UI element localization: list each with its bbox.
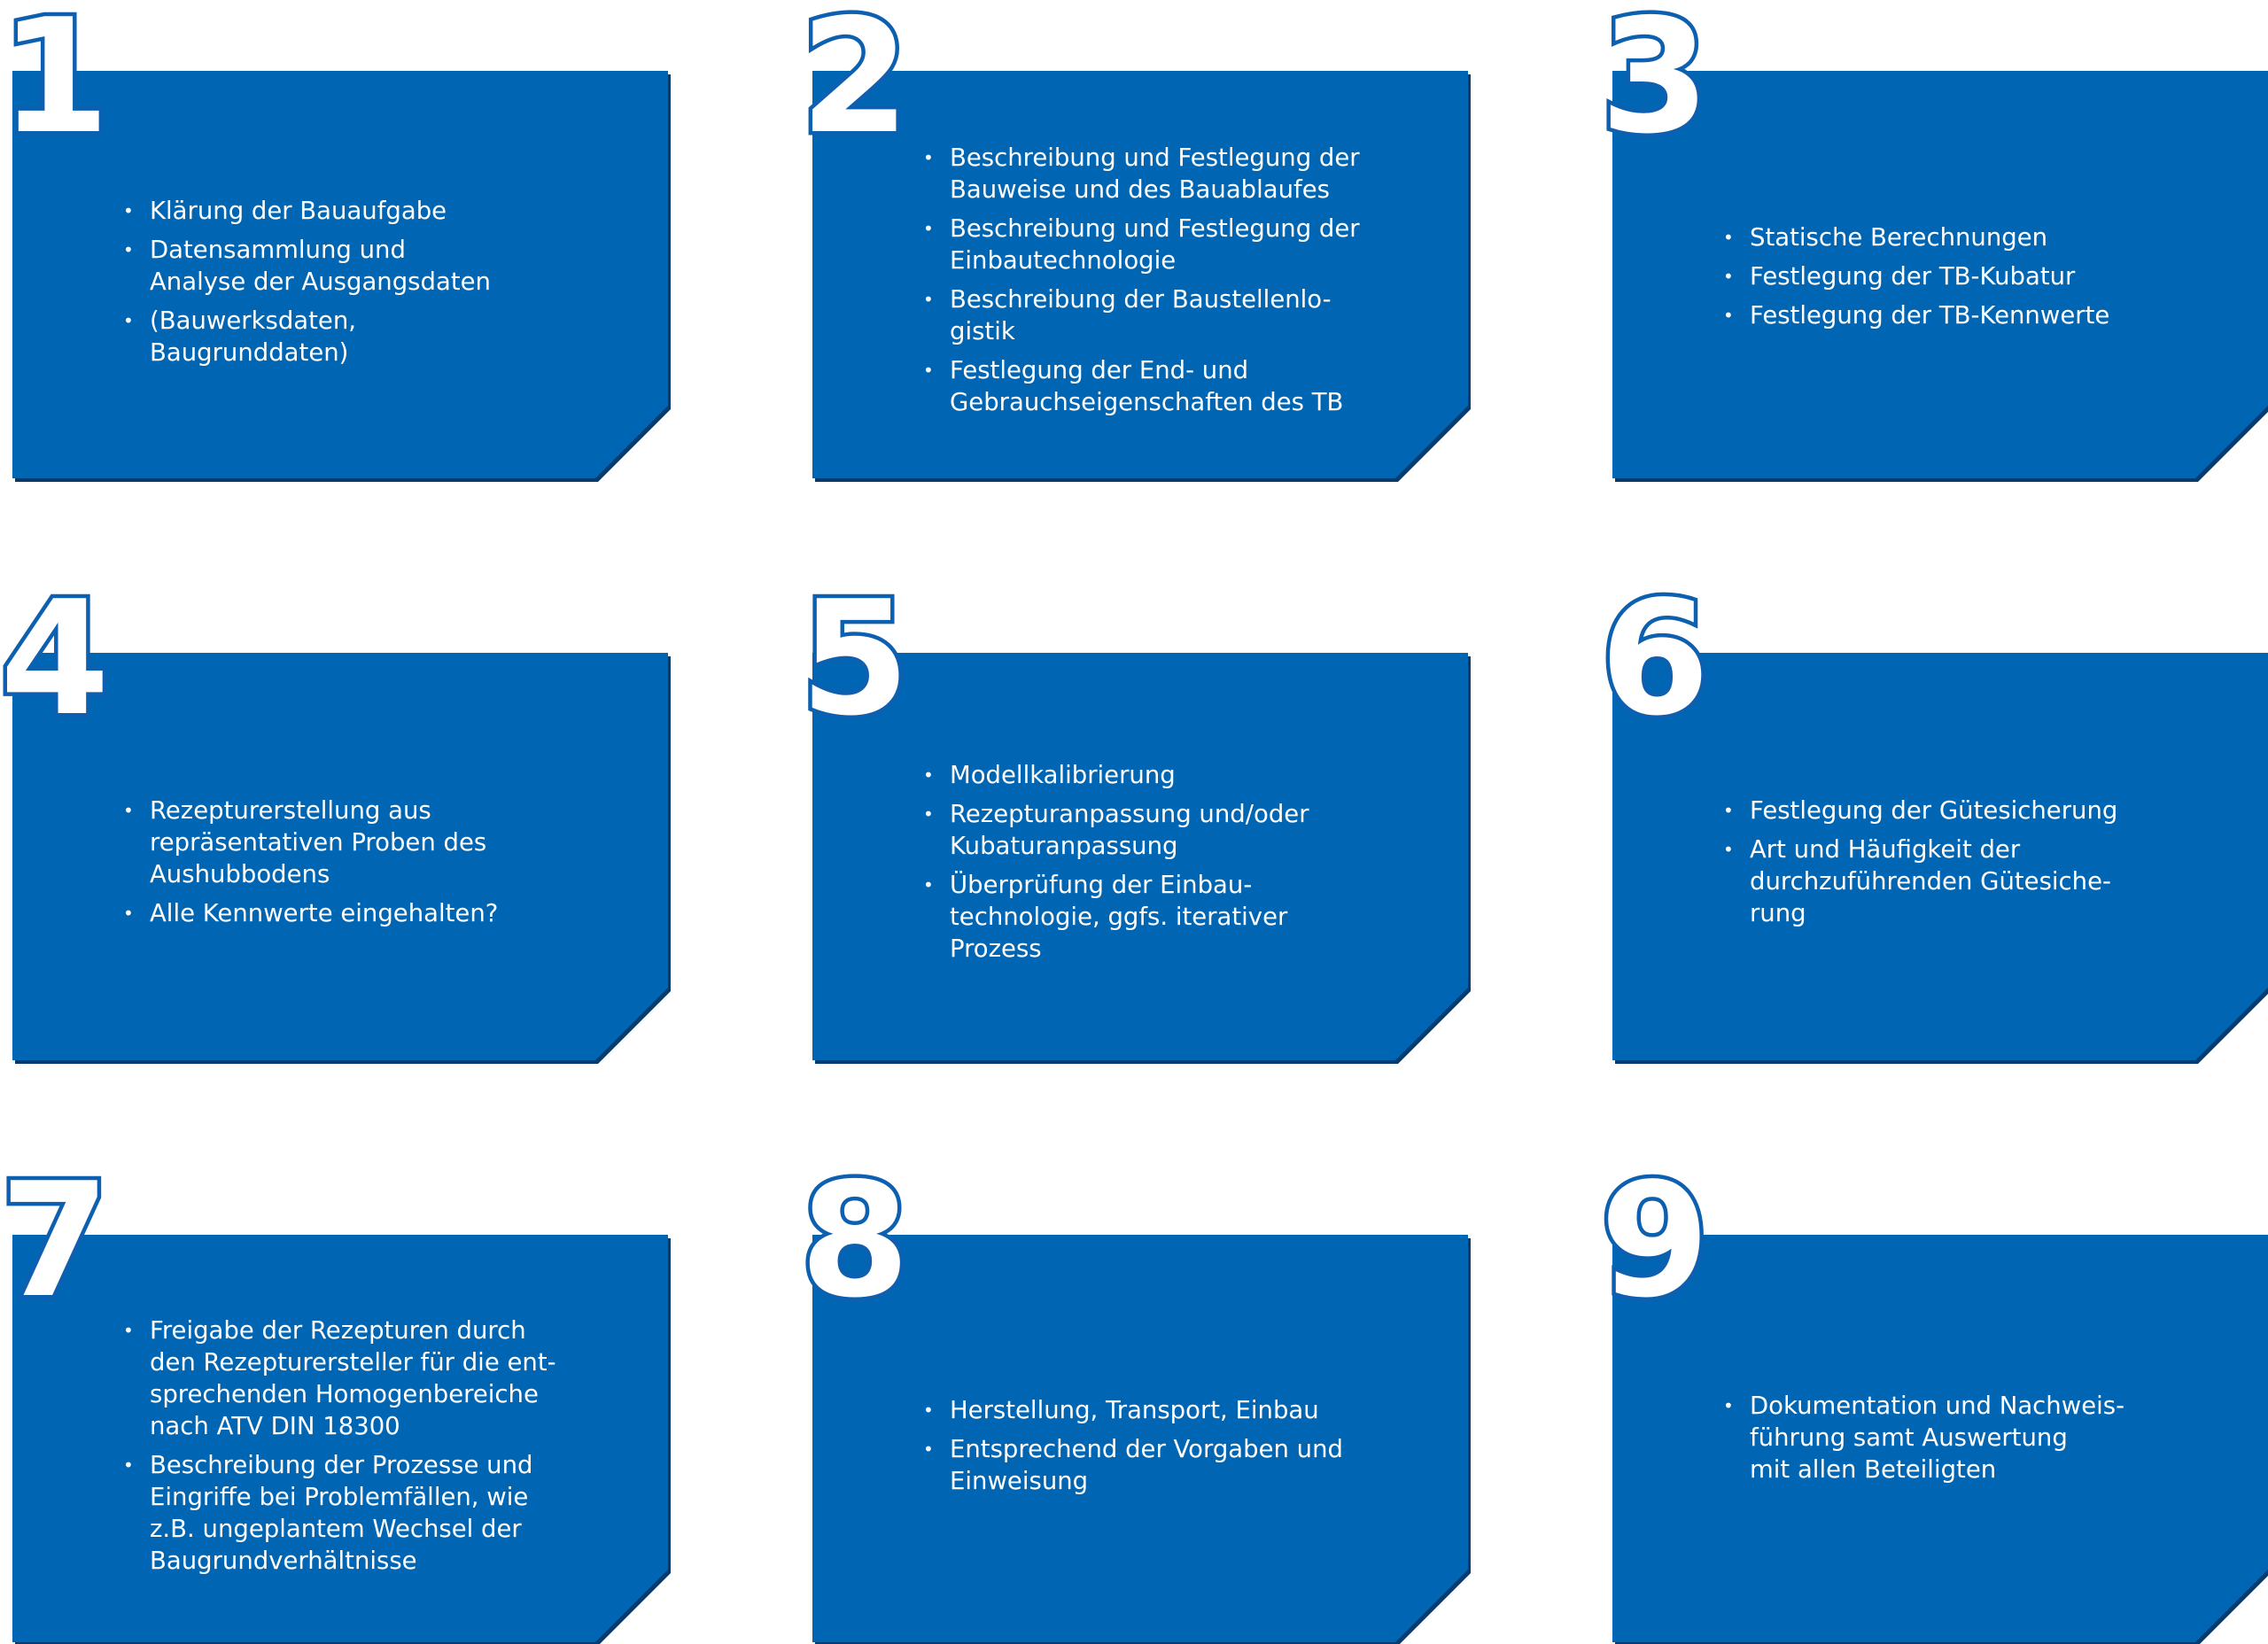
bullet-item: (Bauwerksdaten,Baugrunddaten) bbox=[123, 305, 584, 368]
bullet-item: Festlegung der TB-Kennwerte bbox=[1723, 299, 2184, 331]
step-bullet-list: Dokumentation und Nachweis-führung samt … bbox=[1723, 1390, 2184, 1493]
step-bullet-list: Beschreibung und Festlegung derBauweise … bbox=[923, 142, 1384, 425]
step-bullet-list: Herstellung, Transport, EinbauEntspreche… bbox=[923, 1394, 1384, 1504]
step-card-6: 6Festlegung der GütesicherungArt und Häu… bbox=[1596, 576, 2268, 1064]
bullet-item: Modellkalibrierung bbox=[923, 759, 1384, 791]
bullet-item: Beschreibung und Festlegung derEinbautec… bbox=[923, 213, 1384, 276]
bullet-item: Statische Berechnungen bbox=[1723, 221, 2184, 253]
step-number: 8 bbox=[796, 1149, 914, 1332]
bullet-item: Alle Kennwerte eingehalten? bbox=[123, 897, 584, 929]
bullet-item: Festlegung der TB-Kubatur bbox=[1723, 260, 2184, 292]
step-number: 1 bbox=[0, 0, 113, 168]
bullet-item: Rezepturanpassung und/oderKubaturanpassu… bbox=[923, 798, 1384, 862]
step-bullet-list: Klärung der BauaufgabeDatensammlung undA… bbox=[123, 195, 584, 376]
bullet-item: Herstellung, Transport, Einbau bbox=[923, 1394, 1384, 1426]
step-bullet-list: ModellkalibrierungRezepturanpassung und/… bbox=[923, 759, 1384, 972]
step-number: 4 bbox=[0, 567, 113, 750]
step-card-3: 3Statische BerechnungenFestlegung der TB… bbox=[1596, 0, 2268, 482]
step-card-5: 5ModellkalibrierungRezepturanpassung und… bbox=[796, 576, 1471, 1064]
step-number: 3 bbox=[1596, 0, 1714, 168]
step-number: 6 bbox=[1596, 567, 1714, 750]
step-number: 9 bbox=[1596, 1149, 1714, 1332]
step-number: 7 bbox=[0, 1149, 113, 1332]
step-number: 5 bbox=[796, 567, 914, 750]
bullet-item: Dokumentation und Nachweis-führung samt … bbox=[1723, 1390, 2184, 1485]
bullet-item: Beschreibung und Festlegung derBauweise … bbox=[923, 142, 1384, 206]
step-card-2: 2Beschreibung und Festlegung derBauweise… bbox=[796, 0, 1471, 482]
bullet-item: Festlegung der End- undGebrauchseigensch… bbox=[923, 354, 1384, 418]
step-card-8: 8Herstellung, Transport, EinbauEntsprech… bbox=[796, 1158, 1471, 1644]
bullet-item: Festlegung der Gütesicherung bbox=[1723, 795, 2184, 826]
step-number: 2 bbox=[796, 0, 914, 168]
step-bullet-list: Statische BerechnungenFestlegung der TB-… bbox=[1723, 221, 2184, 338]
step-card-1: 1Klärung der BauaufgabeDatensammlung und… bbox=[0, 0, 671, 482]
bullet-item: Überprüfung der Einbau-technologie, ggfs… bbox=[923, 869, 1384, 965]
bullet-item: Klärung der Bauaufgabe bbox=[123, 195, 584, 227]
step-card-9: 9Dokumentation und Nachweis-führung samt… bbox=[1596, 1158, 2268, 1644]
bullet-item: Beschreibung der Baustellenlo-gistik bbox=[923, 283, 1384, 347]
step-bullet-list: Festlegung der GütesicherungArt und Häuf… bbox=[1723, 795, 2184, 936]
